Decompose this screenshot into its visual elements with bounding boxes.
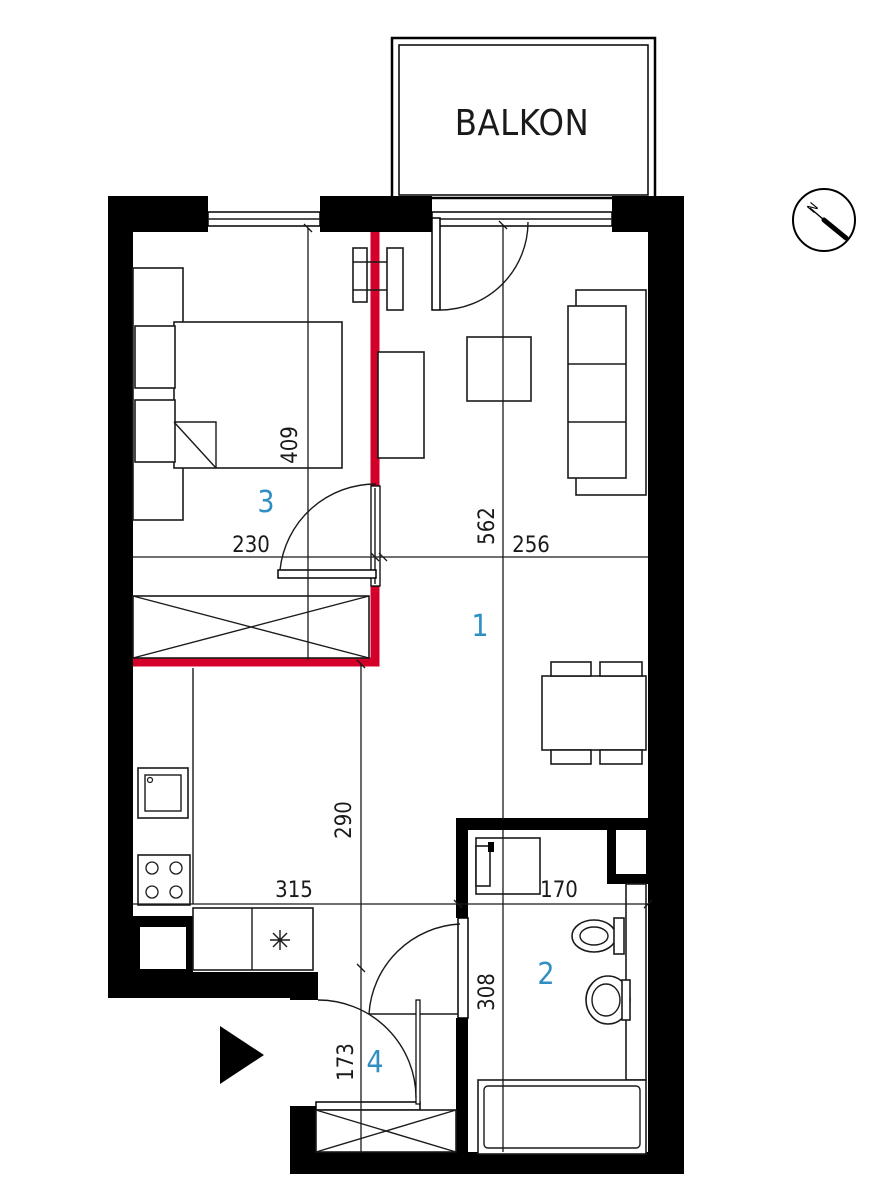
compass-icon: N <box>792 188 856 252</box>
dim-230: 230 <box>232 533 270 558</box>
balcony-door <box>431 217 529 311</box>
entrance-arrow-icon <box>220 1026 264 1084</box>
windows <box>207 211 613 1111</box>
dim-173: 173 <box>334 1043 359 1081</box>
dim-315: 315 <box>275 878 313 903</box>
bathroom <box>368 837 647 1155</box>
dim-170: 170 <box>540 878 578 903</box>
room-label-1: 1 <box>471 609 488 644</box>
exterior-walls <box>108 196 684 1174</box>
wardrobe-storage <box>132 595 370 659</box>
room-numbers: 3 1 2 4 <box>257 485 554 1080</box>
dim-308: 308 <box>475 973 500 1011</box>
room-label-2: 2 <box>537 957 554 992</box>
entrance-hall <box>220 999 457 1153</box>
room-label-3: 3 <box>257 485 274 520</box>
kitchen <box>137 668 314 971</box>
balcony: BALKON <box>390 36 657 200</box>
room-label-4: 4 <box>366 1045 383 1080</box>
balcony-label: BALKON <box>455 103 589 144</box>
dim-562: 562 <box>475 507 500 545</box>
living-room <box>466 289 647 765</box>
dim-256: 256 <box>512 533 550 558</box>
bedroom <box>132 247 425 579</box>
dim-290: 290 <box>332 801 357 839</box>
dimension-lines <box>133 220 653 1152</box>
ventilation-icon <box>270 930 290 950</box>
dim-409: 409 <box>278 426 303 464</box>
dimension-labels: 409 230 562 256 290 315 170 308 173 <box>232 426 578 1081</box>
highlighted-partition-lower <box>133 586 380 667</box>
